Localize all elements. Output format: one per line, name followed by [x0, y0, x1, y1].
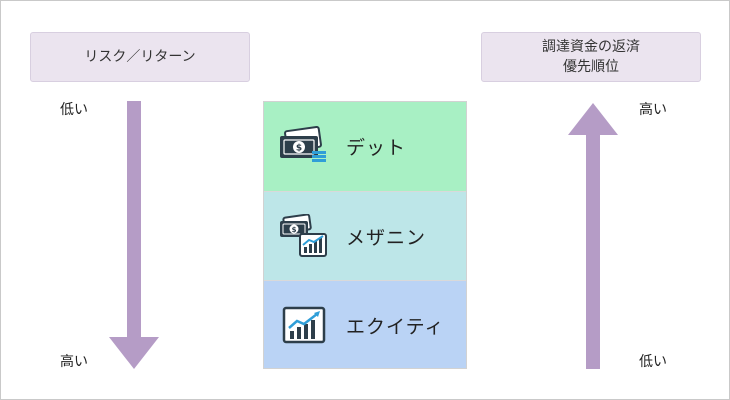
down-arrow-icon — [109, 101, 159, 369]
capital-stack: $ デット $ メザニン — [263, 101, 467, 369]
repayment-priority-line2: 優先順位 — [563, 59, 619, 75]
repayment-priority-line1: 調達資金の返済 — [542, 39, 640, 55]
left-bottom-label: 高い — [60, 354, 88, 370]
layer-equity-label: エクイティ — [346, 315, 445, 338]
svg-text:$: $ — [292, 226, 297, 234]
right-top-label: 高い — [639, 102, 667, 118]
right-bottom-label: 低い — [639, 354, 667, 370]
layer-debt-label: デット — [346, 137, 407, 159]
svg-text:$: $ — [296, 143, 302, 153]
repayment-priority-label: 調達資金の返済 優先順位 — [481, 32, 701, 82]
cash-growth-chart-icon: $ — [280, 214, 327, 257]
cash-stack-icon: $ — [280, 125, 326, 162]
layer-equity: エクイティ — [264, 280, 466, 368]
layer-debt: $ デット — [264, 102, 466, 191]
left-top-label: 低い — [60, 102, 88, 118]
risk-return-text: リスク／リターン — [84, 49, 196, 65]
layer-mezzanine-label: メザニン — [346, 226, 427, 249]
up-arrow-icon — [568, 103, 618, 369]
growth-chart-icon — [282, 306, 326, 344]
risk-return-label: リスク／リターン — [30, 32, 250, 82]
layer-mezzanine: $ メザニン — [264, 191, 466, 280]
